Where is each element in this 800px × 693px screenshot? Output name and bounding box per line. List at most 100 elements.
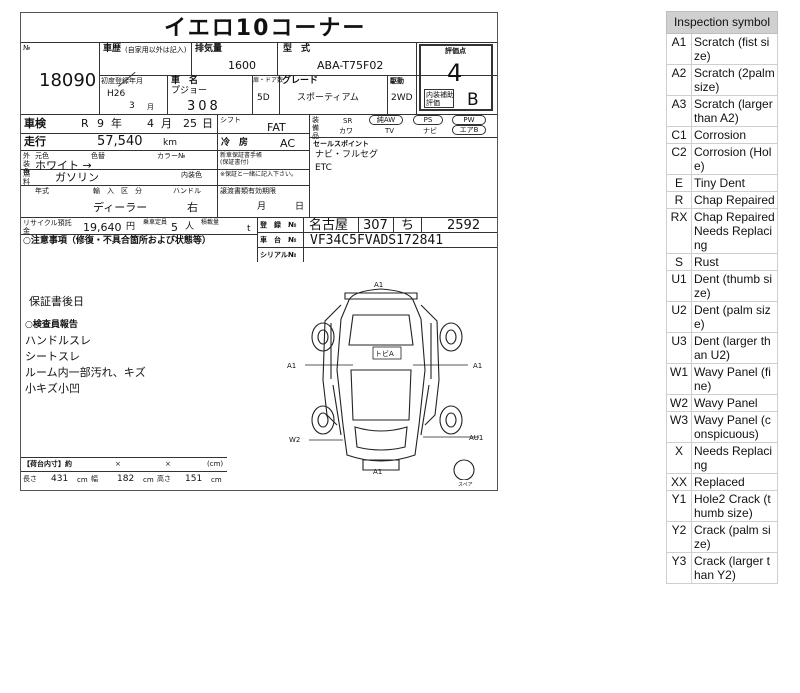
rule [21,457,227,458]
recycle-value: 19,640 [83,221,122,234]
symbol-code: S [666,253,692,271]
load-unit: t [247,224,251,234]
mileage-label: 走行 [24,135,46,148]
inspection-year: 9 [97,117,104,130]
equipment-item-circled: PW [452,115,486,125]
symbol-code: Y1 [666,490,692,522]
symbol-code: Y2 [666,521,692,553]
color-value: ホワイト → [35,159,92,172]
capacity-value: 5 [171,221,178,234]
cargo-label: 【荷台内寸】約 [23,460,72,468]
symbol-code: R [666,191,692,209]
equipment-item: カワ [339,127,353,135]
note-line: シートスレ [25,350,80,363]
shift-label: シフト [220,116,241,124]
symbol-description: Crack (palm size) [691,521,778,553]
rule [21,234,257,235]
recycle-unit: 円 [126,222,136,232]
month-unit: 月 [161,117,172,130]
symbol-description: Wavy Panel (conspicuous) [691,411,778,443]
sales-points-2: ETC [315,163,332,173]
import-label: 輸 入 区 分 [93,187,142,195]
car-damage-diagram [305,288,479,480]
handle-value: 右 [187,201,198,214]
symbol-code: A1 [666,33,692,65]
reg-label: 登 録 № [260,221,297,229]
exterior-color-label: 外装色 [23,152,30,176]
symbol-description: Hole2 Crack (thumb size) [691,490,778,522]
inspection-day: 25 [183,117,197,130]
drive-value: 2WD [391,93,413,103]
inspection-month: 4 [147,117,154,130]
load-label: 積載量 [201,219,220,226]
equipment-item-circled: PS [413,115,443,125]
symbol-description: Dent (thumb size) [691,270,778,302]
rule [21,185,309,186]
import-value: ディーラー [93,201,148,214]
rule [279,75,280,114]
equipment-item: SR [343,117,353,125]
capacity-label: 乗車定員 [143,219,168,226]
rule [421,217,422,232]
note-line: ハンドルスレ [25,334,91,347]
doors-label: 扉・ドア数 [253,77,284,84]
symbol-description: Wavy Panel [691,394,778,412]
mark-bottom: A1 [373,468,383,476]
mark-top: A1 [374,281,384,289]
first-reg-month: 3 [129,101,135,111]
symbol-description: Corrosion (Hole) [691,143,778,175]
auction-sheet: イエロ10コーナー № 18090 車歴 (自家用以外は記入) 排気量 1600… [20,12,498,491]
cargo-x: × [115,460,121,468]
damage-callouts [305,346,479,441]
capacity-unit: 人 [185,222,195,232]
symbol-description: Scratch (fist size) [691,33,778,65]
table-header: Inspection symbol [666,11,778,34]
rule [21,217,497,218]
day-unit: 日 [202,117,213,130]
year-type-label: 年式 [35,187,49,195]
equip-label: 装備品 [312,116,319,140]
grade-value: スポーティアム [297,93,359,103]
note-line: 保証書後日 [29,295,84,308]
rule [217,114,218,217]
equipment-item: ナビ [423,127,437,135]
mileage-value: 57,540 [97,134,143,149]
chassis-label: 車 台 № [260,236,297,244]
reg-no: 2592 [447,218,481,233]
expiry-label: 譲渡書類有効期限 [220,187,276,195]
color-no-label: カラー№ [157,152,186,160]
shift-value: FAT [267,121,286,134]
model-value: ABA-T75F02 [317,59,384,72]
rule [387,75,388,114]
symbol-description: Crack (larger than Y2) [691,552,778,584]
make: プジョー [171,86,208,96]
maint-note: ※保証と一緒に記入下さい。 [220,171,298,178]
sales-points-label: セールスポイント [313,140,369,148]
score-label: 評価点 [445,47,466,55]
equipment-item-circled: エアB [452,125,486,135]
rule [21,169,309,170]
model-label: 型 式 [283,44,311,54]
rule [416,42,417,114]
mileage-unit: km [163,138,177,148]
symbol-description: Wavy Panel (fine) [691,363,778,395]
car-name: 308 [187,99,221,114]
equipment-item: TV [385,127,395,135]
doors-value: 5D [257,93,270,103]
rule [167,75,168,114]
symbol-code: XX [666,473,692,491]
year-unit: 年 [111,117,122,130]
original-color-label: 元色 [35,152,49,160]
